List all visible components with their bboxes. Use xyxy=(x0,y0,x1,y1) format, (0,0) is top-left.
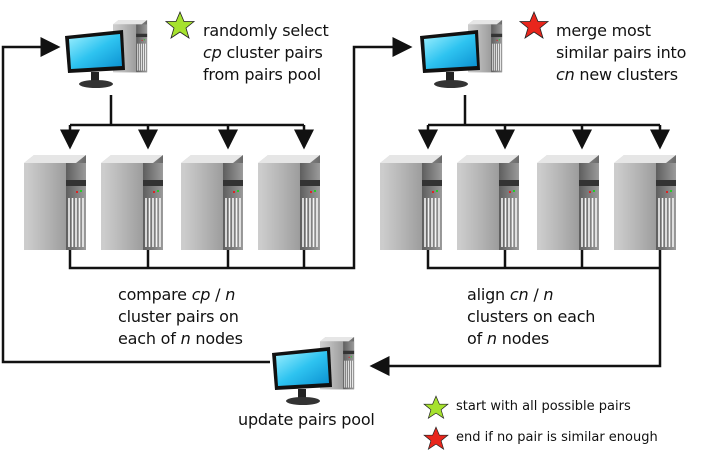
select-step-label: randomly select cp cluster pairs from pa… xyxy=(203,21,329,84)
master-workstation-right xyxy=(420,20,502,88)
legend-end: end if no pair is similar enough xyxy=(456,430,658,445)
connectors xyxy=(1,37,670,376)
server-node xyxy=(613,154,677,251)
compare-step-label: compare cp / n cluster pairs on each of … xyxy=(118,285,243,348)
server-node xyxy=(536,154,600,251)
master-workstation-left xyxy=(65,20,147,88)
master-workstation-bottom xyxy=(272,337,354,405)
server-node xyxy=(23,154,87,251)
server-node xyxy=(257,154,321,251)
server-node xyxy=(379,154,443,251)
legend-start: start with all possible pairs xyxy=(456,399,631,414)
red-star-icon xyxy=(423,426,449,450)
green-star-icon xyxy=(423,395,449,419)
green-star-icon xyxy=(165,11,195,39)
server-node xyxy=(180,154,244,251)
red-star-icon xyxy=(519,11,549,39)
align-step-label: align cn / n clusters on each of n nodes xyxy=(467,285,596,348)
server-node xyxy=(100,154,164,251)
server-node xyxy=(456,154,520,251)
update-step-label: update pairs pool xyxy=(238,410,375,429)
merge-step-label: merge most similar pairs into cn new clu… xyxy=(556,21,687,84)
